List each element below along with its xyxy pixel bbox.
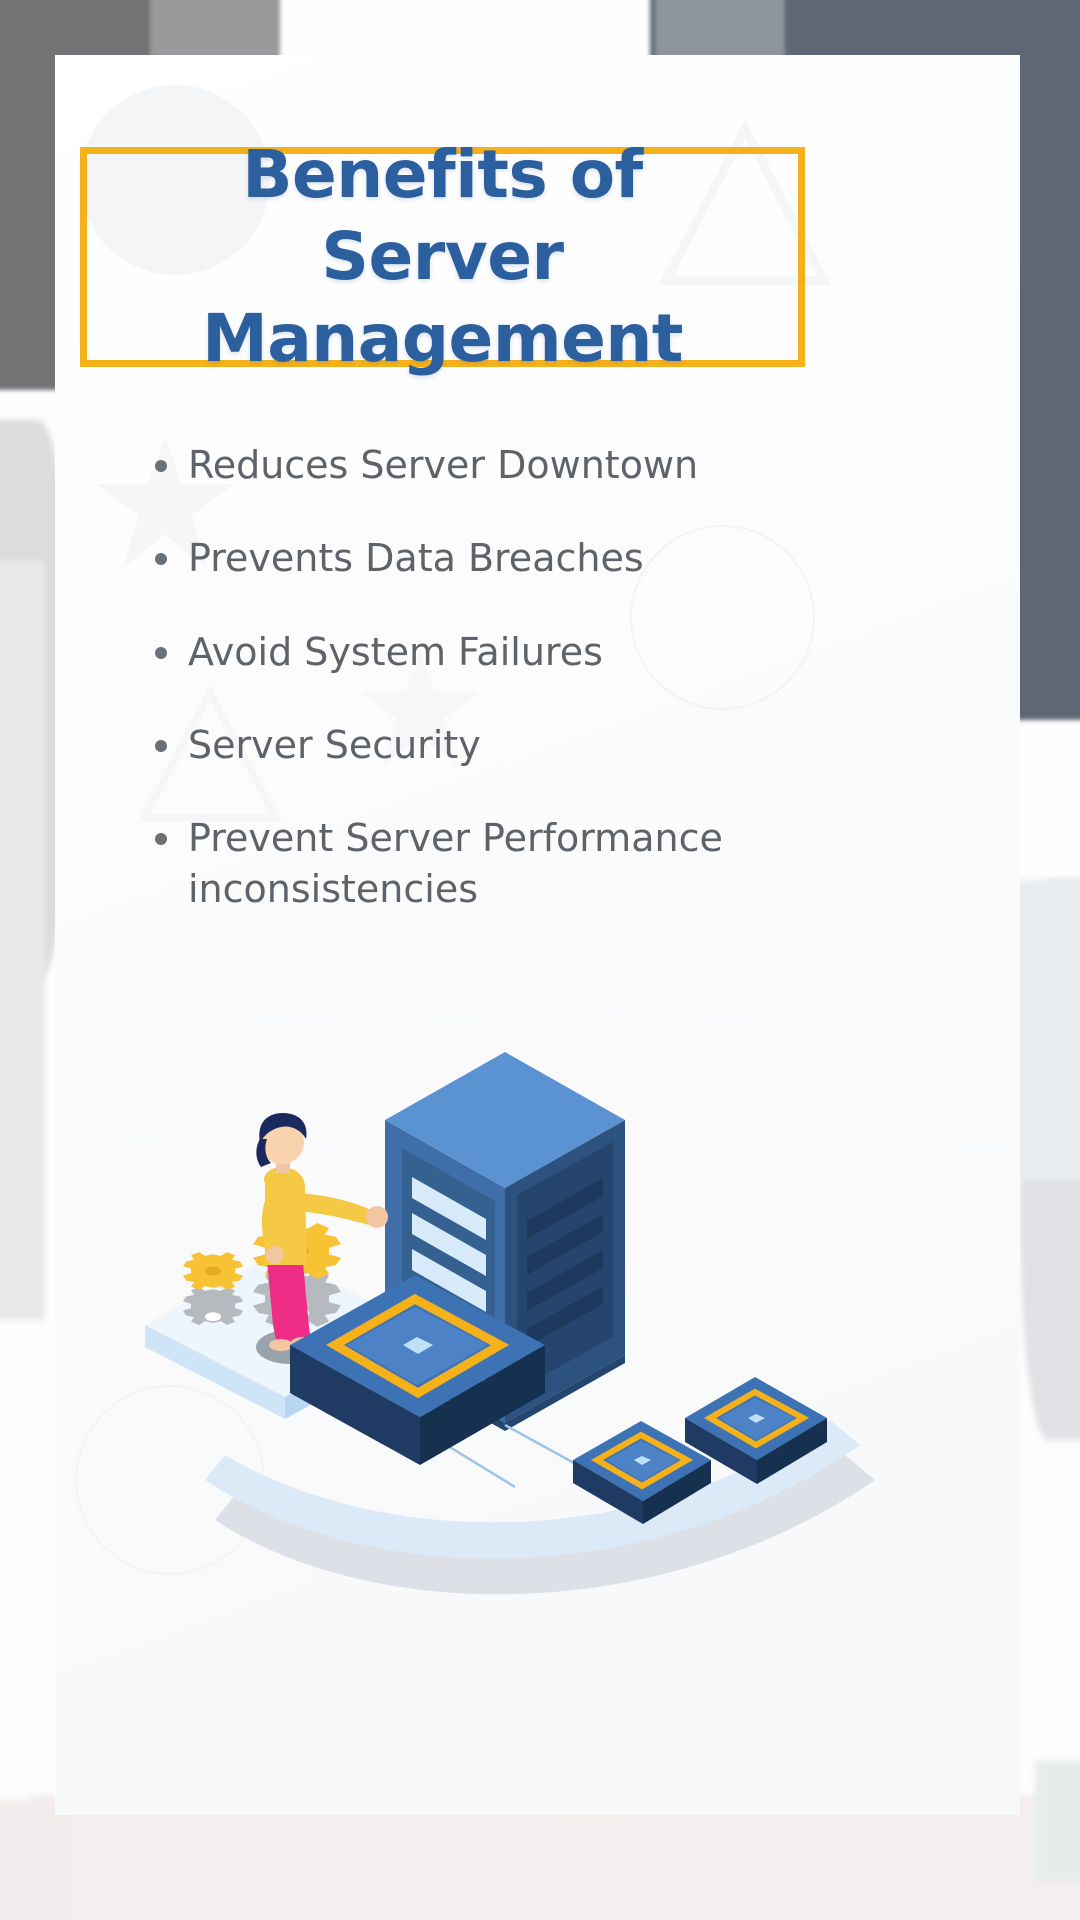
bullet-dot-icon [155, 833, 167, 846]
list-item: Prevent Server Performance inconsistenci… [103, 813, 763, 916]
ground-shadow [215, 1455, 875, 1595]
page-title: Benefits of Server Management [202, 136, 683, 377]
cpu-chip-large [290, 1275, 545, 1465]
list-item: Reduces Server Downtown [103, 440, 763, 491]
list-item-label: Prevents Data Breaches [188, 536, 644, 581]
backdrop-shape-left-strip-2 [0, 560, 45, 1320]
list-item-label: Reduces Server Downtown [188, 443, 699, 487]
title-box: Benefits of Server Management [80, 136, 805, 377]
list-item-label: Avoid System Failures [188, 629, 603, 674]
list-item-label: Server Security [188, 722, 481, 767]
ground-platform-curve [205, 1420, 860, 1559]
technician-character [256, 1113, 388, 1364]
backdrop-shape-right-teal [1035, 1760, 1080, 1880]
backdrop-shape-right-pale [1012, 880, 1080, 1180]
backdrop-shape-bottom-left [0, 1800, 70, 1920]
list-item: Prevents Data Breaches [103, 533, 763, 584]
benefits-list: Reduces Server Downtown Prevents Data Br… [103, 440, 943, 958]
list-item-label: Prevent Server Performance inconsistenci… [188, 816, 723, 912]
cpu-chip-small [573, 1421, 711, 1524]
poster-card: Benefits of Server Management Reduces Se… [55, 55, 1020, 1815]
cpu-chip-medium [685, 1377, 827, 1484]
bullet-dot-icon [155, 460, 167, 472]
list-item: Server Security [103, 720, 763, 771]
bullet-dot-icon [155, 553, 167, 566]
bullet-dot-icon [155, 739, 167, 752]
bullet-dot-icon [155, 646, 167, 659]
server-illustration [85, 1025, 985, 1625]
server-illustration-svg [145, 1052, 875, 1595]
list-item: Avoid System Failures [103, 627, 763, 678]
backdrop-shape-bottom-band [30, 1795, 1080, 1920]
